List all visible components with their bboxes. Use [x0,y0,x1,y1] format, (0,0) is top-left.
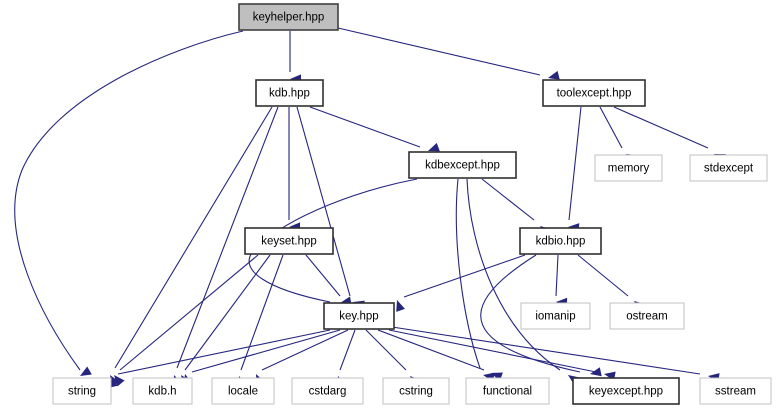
node-keyset[interactable]: keyset.hpp [244,227,334,255]
node-box[interactable] [255,79,324,107]
edge-kdb-to-kdbexcept [309,106,440,152]
arrow-head [114,375,125,387]
arrow-head [590,367,602,377]
node-box[interactable] [520,302,591,330]
edge-keyhelper-to-toolexcept [337,27,560,80]
node-functional[interactable]: functional [465,377,550,405]
edge-key-to-functional [377,329,503,382]
node-box[interactable] [594,154,663,182]
node-box[interactable] [689,154,768,182]
edge-kdbexcept-to-functional [455,178,495,382]
node-cstring[interactable]: cstring [382,377,450,405]
node-box[interactable] [542,79,646,107]
node-box[interactable] [238,3,339,31]
edge-kdb-to-keyset [288,107,300,232]
node-kdbh[interactable]: kdb.h [132,377,193,405]
node-box[interactable] [609,302,685,330]
edge-kdb-to-key [296,106,365,310]
node-stdexcept[interactable]: stdexcept [689,154,768,182]
node-memory[interactable]: memory [594,154,663,182]
edge-keyset-to-kdbh [181,254,271,387]
node-sstream[interactable]: sstream [699,377,772,405]
node-box[interactable] [211,377,275,405]
edge-keyset-to-string [114,254,259,387]
node-box[interactable] [382,377,450,405]
arrow-head [80,366,92,376]
node-box[interactable] [699,377,772,405]
node-box[interactable] [52,377,112,405]
edge-key-to-sstream [391,326,720,383]
arrow-head [396,300,405,312]
node-box[interactable] [323,302,395,330]
node-ostream[interactable]: ostream [609,302,685,330]
edge-kdbexcept-to-keyexcept [466,178,580,386]
node-box[interactable] [519,227,602,255]
arrow-head [428,142,440,152]
edge-key-to-kdbh [183,329,341,386]
node-kdb[interactable]: kdb.hpp [255,79,324,107]
node-toolexcept[interactable]: toolexcept.hpp [542,79,646,107]
edge-kdbio-to-key [396,254,526,312]
edge-keyhelper-to-kdb [289,31,301,84]
node-box[interactable] [465,377,550,405]
node-layer: keyhelper.hpp kdb.hpp toolexcept.hpp kdbexc… [52,3,772,405]
node-iomanip[interactable]: iomanip [520,302,591,330]
node-kdbexcept[interactable]: kdbexcept.hpp [408,151,517,179]
node-locale[interactable]: locale [211,377,275,405]
node-key[interactable]: key.hpp [323,302,395,330]
node-box[interactable] [572,377,680,405]
edge-toolexcept-to-stdexcept [613,106,726,163]
node-box[interactable] [408,151,517,179]
node-kdbio[interactable]: kdbio.hpp [519,227,602,255]
node-keyexcept[interactable]: keyexcept.hpp [572,377,680,405]
node-box[interactable] [291,377,364,405]
edge-keyhelper-to-string [14,30,244,376]
edge-kdbio-to-iomanip [555,254,568,307]
arrow-head [548,70,560,80]
node-cstdarg[interactable]: cstdarg [291,377,364,405]
node-keyhelper[interactable]: keyhelper.hpp [238,3,339,31]
edge-toolexcept-to-kdbio [568,106,582,233]
node-string[interactable]: string [52,377,112,405]
node-box[interactable] [244,227,334,255]
node-box[interactable] [132,377,193,405]
edge-keyset-to-locale [238,254,284,388]
